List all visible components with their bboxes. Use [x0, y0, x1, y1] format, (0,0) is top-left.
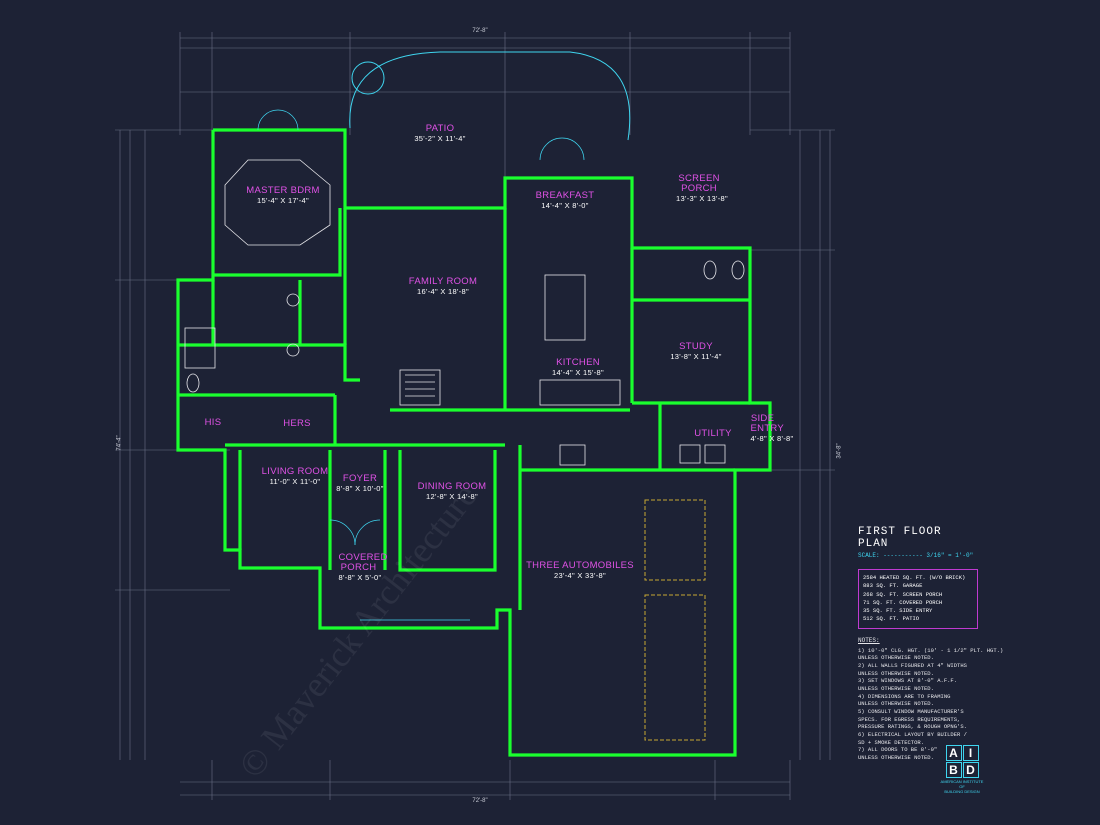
overall-bottom-dimension: 72'-8": [472, 798, 488, 804]
logo-caption-line: OF: [959, 783, 965, 789]
aibd-logo: A I B D AMERICAN INSTITUTE OF BUILDING D…: [934, 745, 990, 794]
fixtures: [184, 159, 745, 466]
note-line: UNLESS OTHERWISE NOTED.: [858, 654, 934, 662]
room-label-hers: HERS: [283, 418, 311, 429]
patio-curve: [349, 51, 631, 141]
overall-top-dimension: 72'-8": [472, 28, 488, 34]
dimension-lines: [115, 32, 835, 800]
plan-scale: SCALE: ----------- 3/16" = 1'-0": [858, 552, 974, 559]
room-label-screen-porch: SCREEN PORCH 13'-3" X 13'-8": [676, 173, 728, 203]
left-side-dimension: 74'-4": [116, 435, 123, 451]
room-label-utility: UTILITY: [694, 428, 732, 439]
room-label-garage: THREE AUTOMOBILES 23'-4" X 33'-8": [526, 560, 634, 580]
room-label-his: HIS: [204, 417, 222, 428]
note-line: UNLESS OTHERWISE NOTED.: [858, 754, 934, 762]
area-line: 512 SQ. FT. PATIO: [863, 615, 920, 623]
room-label-covered-porch: COVERED PORCH 8'-8" X 5'-0": [338, 552, 388, 582]
room-label-master: MASTER BDRM 15'-4" X 17'-4": [246, 185, 320, 205]
notes-heading: NOTES:: [858, 636, 880, 644]
room-label-living: LIVING ROOM 11'-0" X 11'-0": [261, 466, 329, 486]
note-line: 7) ALL DOORS TO BE 8'-0": [858, 746, 938, 754]
note-line: 3) SET WINDOWS AT 8'-0" A.F.F.: [858, 677, 958, 685]
logo-letter: B: [945, 762, 962, 778]
room-label-breakfast: BREAKFAST 14'-4" X 8'-0": [535, 190, 595, 210]
note-line: SPECS. FOR EGRESS REQUIREMENTS,: [858, 715, 961, 723]
room-label-dining: DINING ROOM 12'-8" X 14'-8": [417, 481, 487, 501]
note-line: UNLESS OTHERWISE NOTED.: [858, 669, 934, 677]
right-side-dimension: 34'-8": [836, 443, 843, 459]
note-line: 4) DIMENSIONS ARE TO FRAMING: [858, 692, 951, 700]
logo-caption: AMERICAN INSTITUTE OF BUILDING DESIGN: [934, 779, 990, 794]
note-line: 1) 10'-0" CLG. HGT. (10' - 1 1/2" PLT. H…: [858, 646, 1004, 654]
note-line: 2) ALL WALLS FIGURED AT 4" WIDTHS: [858, 661, 967, 669]
area-line: 268 SQ. FT. SCREEN PORCH: [863, 590, 943, 598]
note-line: PRESSURE RATINGS, & ROUGH OPNG'S.: [858, 723, 967, 731]
logo-letter: A: [945, 745, 962, 761]
room-label-family: FAMILY ROOM 16'-4" X 18'-8": [408, 276, 478, 296]
room-label-study: STUDY 13'-8" X 11'-4": [670, 341, 722, 361]
walls: [176, 128, 772, 757]
area-line: 883 SQ. FT. GARAGE: [863, 582, 923, 590]
note-line: 6) ELECTRICAL LAYOUT BY BUILDER /: [858, 731, 967, 739]
room-label-side-entry: SIDE ENTRY 4'-8" X 8'-8": [750, 413, 794, 443]
area-line: 2584 HEATED SQ. FT. (W/O BRICK): [863, 574, 966, 581]
room-label-patio: PATIO 35'-2" X 11'-4": [414, 123, 466, 143]
logo-letter: I: [962, 745, 979, 761]
logo-caption-line: AMERICAN INSTITUTE: [940, 779, 984, 784]
note-line: SD + SMOKE DETECTOR.: [858, 738, 925, 746]
notes-list: 1) 10'-0" CLG. HGT. (10' - 1 1/2" PLT. H…: [858, 646, 1004, 762]
door-swings: [257, 109, 585, 621]
area-line: 35 SQ. FT. SIDE ENTRY: [863, 607, 933, 614]
note-line: UNLESS OTHERWISE NOTED.: [858, 684, 934, 692]
area-line: 71 SQ. FT. COVERED PORCH: [863, 598, 943, 606]
room-label-foyer: FOYER 8'-8" X 10'-0": [336, 473, 384, 493]
logo-letter: D: [962, 762, 979, 778]
room-label-kitchen: KITCHEN 14'-4" X 15'-8": [552, 357, 604, 377]
logo-caption-line: BUILDING DESIGN: [944, 788, 980, 794]
area-summary: 2584 HEATED SQ. FT. (W/O BRICK) 883 SQ. …: [858, 569, 978, 629]
note-line: UNLESS OTHERWISE NOTED.: [858, 700, 934, 708]
plan-title: FIRST FLOOR PLAN: [858, 526, 942, 550]
note-line: 5) CONSULT WINDOW MANUFACTURER'S: [858, 708, 964, 715]
garage-doors: [644, 499, 706, 741]
notes-panel: FIRST FLOOR PLAN SCALE: ----------- 3/16…: [858, 526, 1004, 762]
